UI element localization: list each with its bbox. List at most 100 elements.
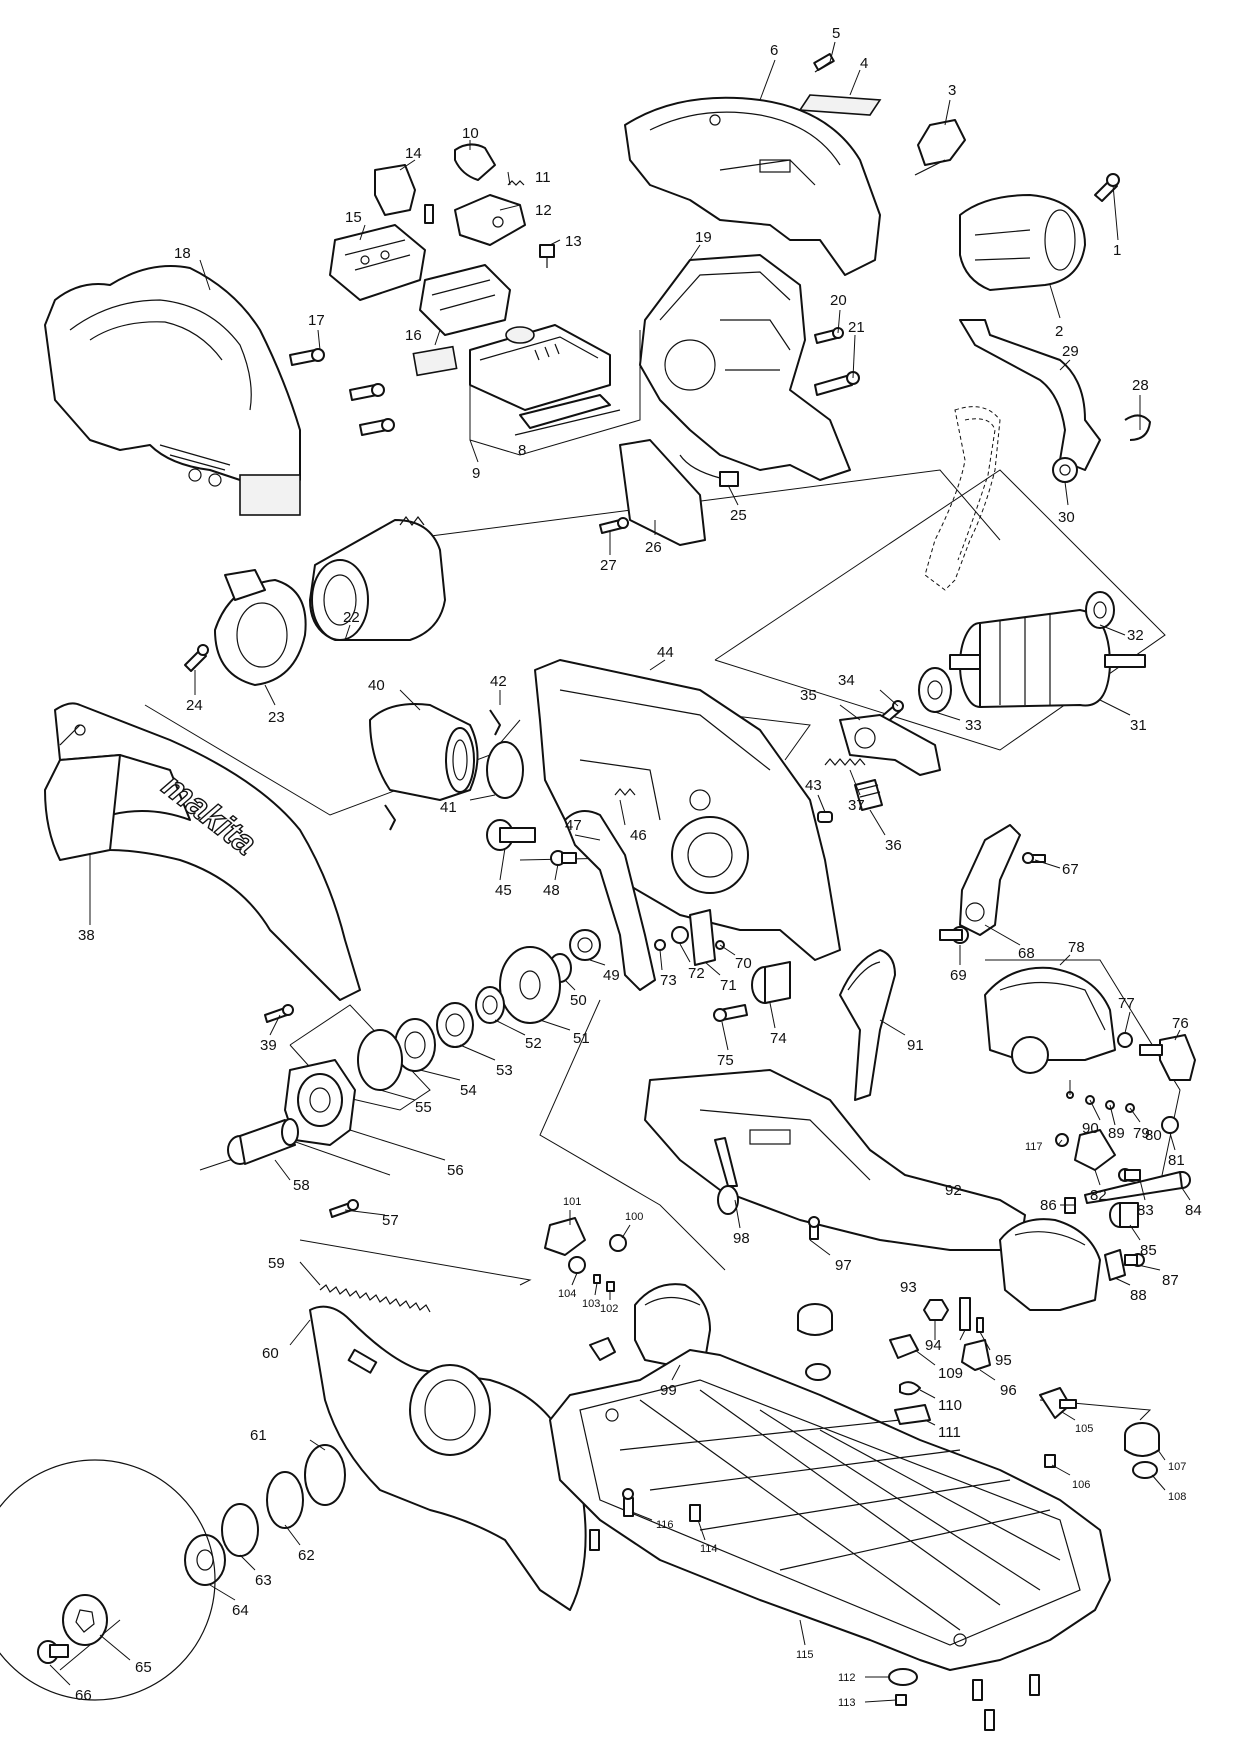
switch-lever-part-10 <box>454 143 496 181</box>
washer-part-100 <box>609 1234 627 1252</box>
terminal-block-part-16 <box>412 264 511 377</box>
label-part-14: 14 <box>405 145 422 162</box>
label-part-36: 36 <box>885 837 902 854</box>
switch-button-part-14 <box>374 164 434 224</box>
group-line-31-32 <box>714 469 1166 751</box>
label-part-50: 50 <box>570 992 587 1009</box>
label-part-19: 19 <box>695 229 712 246</box>
outer-flange-part-65 <box>62 1594 108 1646</box>
label-part-82: 82 <box>1090 1187 1107 1204</box>
screw-part-113 <box>895 1694 907 1706</box>
gear-part-51 <box>499 946 561 1024</box>
link-part-71 <box>689 909 716 966</box>
collar-part-52 <box>475 986 505 1024</box>
lock-lever-part-47 <box>564 810 656 991</box>
label-part-72: 72 <box>688 965 705 982</box>
label-part-80: 80 <box>1145 1127 1162 1144</box>
label-part-44: 44 <box>657 644 674 661</box>
circuit-board-part-8 <box>514 394 621 436</box>
label-part-20: 20 <box>830 292 847 309</box>
nut-part-106 <box>1044 1454 1056 1468</box>
label-part-109: 109 <box>938 1365 963 1382</box>
label-part-15: 15 <box>345 209 362 226</box>
screw-part-21 <box>814 371 860 396</box>
label-part-56: 56 <box>447 1162 464 1179</box>
wing-bolt-part-99b <box>589 1337 616 1361</box>
label-part-71: 71 <box>720 977 737 994</box>
nut-part-93 <box>923 1299 949 1321</box>
label-part-47: 47 <box>565 817 582 834</box>
label-part-67: 67 <box>1062 861 1079 878</box>
rear-handle-part-18 <box>44 265 301 516</box>
handle-part-2 <box>959 194 1086 291</box>
sleeve-part-74 <box>751 961 791 1004</box>
label-part-23: 23 <box>268 709 285 726</box>
clip-part-42 <box>489 709 501 736</box>
leader-lines <box>49 41 1191 1703</box>
motor-housing-cover-part-6 <box>624 96 881 276</box>
stator-part-22 <box>309 516 446 641</box>
label-part-52: 52 <box>525 1035 542 1052</box>
label-part-29: 29 <box>1062 343 1079 360</box>
bearing-part-32 <box>1085 591 1115 629</box>
bolt-part-45 <box>486 819 536 851</box>
label-part-9: 9 <box>472 465 480 482</box>
label-part-106: 106 <box>1072 1479 1090 1491</box>
washer-part-77 <box>1117 1032 1133 1048</box>
label-part-102: 102 <box>600 1303 618 1315</box>
spring-part-59 <box>319 1284 431 1313</box>
fan-cover-part-23 <box>214 569 307 686</box>
label-part-112: 112 <box>838 1672 856 1684</box>
bolt-part-94 <box>959 1297 971 1331</box>
front-sector-on-arm <box>999 1218 1101 1311</box>
pin-part-95 <box>976 1317 984 1333</box>
group-line-9 <box>469 330 641 456</box>
slider-part-109 <box>889 1334 919 1359</box>
label-part-54: 54 <box>460 1082 477 1099</box>
screw-part-67 <box>1022 852 1046 864</box>
knob-part-101 <box>544 1217 586 1256</box>
base-plate-part-115 <box>549 1349 1111 1671</box>
knob-part-76 <box>1139 1034 1196 1081</box>
label-part-24: 24 <box>186 697 203 714</box>
bearing-part-33 <box>918 667 952 713</box>
label-part-75: 75 <box>717 1052 734 1069</box>
label-part-94: 94 <box>925 1337 942 1354</box>
label-part-79: 79 <box>1133 1125 1150 1142</box>
label-part-8: 8 <box>518 442 526 459</box>
label-part-93: 93 <box>900 1279 917 1296</box>
label-part-42: 42 <box>490 673 507 690</box>
saw-blade <box>0 1459 216 1701</box>
label-part-74: 74 <box>770 1030 787 1047</box>
screw-part-27 <box>599 517 629 534</box>
label-part-40: 40 <box>368 677 385 694</box>
label-part-101: 101 <box>563 1196 581 1208</box>
label-part-89: 89 <box>1108 1125 1125 1142</box>
label-plate-part-4 <box>798 94 882 116</box>
label-part-12: 12 <box>535 202 552 219</box>
dust-nozzle-part-40 <box>369 703 479 801</box>
label-part-113: 113 <box>838 1697 856 1709</box>
label-part-68: 68 <box>1018 945 1035 962</box>
label-part-69: 69 <box>950 967 967 984</box>
small-parts-79-90 <box>1066 1091 1135 1113</box>
bolt-part-69 <box>939 926 969 944</box>
bearing-box-part-56 <box>284 1059 356 1146</box>
label-part-83: 83 <box>1137 1202 1154 1219</box>
ring-part-62 <box>266 1471 304 1529</box>
label-part-76: 76 <box>1172 1015 1189 1032</box>
bolt-part-98 <box>714 1137 739 1215</box>
label-part-96: 96 <box>1000 1382 1017 1399</box>
label-part-16: 16 <box>405 327 422 344</box>
screw-part-5 <box>813 53 835 73</box>
lower-blade-guard-part-60 <box>309 1305 587 1611</box>
bracket-part-88 <box>1104 1249 1126 1281</box>
label-part-53: 53 <box>496 1062 513 1079</box>
label-part-63: 63 <box>255 1572 272 1589</box>
label-part-48: 48 <box>543 882 560 899</box>
label-part-34: 34 <box>838 672 855 689</box>
label-part-108: 108 <box>1168 1491 1186 1503</box>
label-part-81: 81 <box>1168 1152 1185 1169</box>
bolt-part-66 <box>37 1640 69 1664</box>
ring-part-63 <box>221 1503 259 1557</box>
